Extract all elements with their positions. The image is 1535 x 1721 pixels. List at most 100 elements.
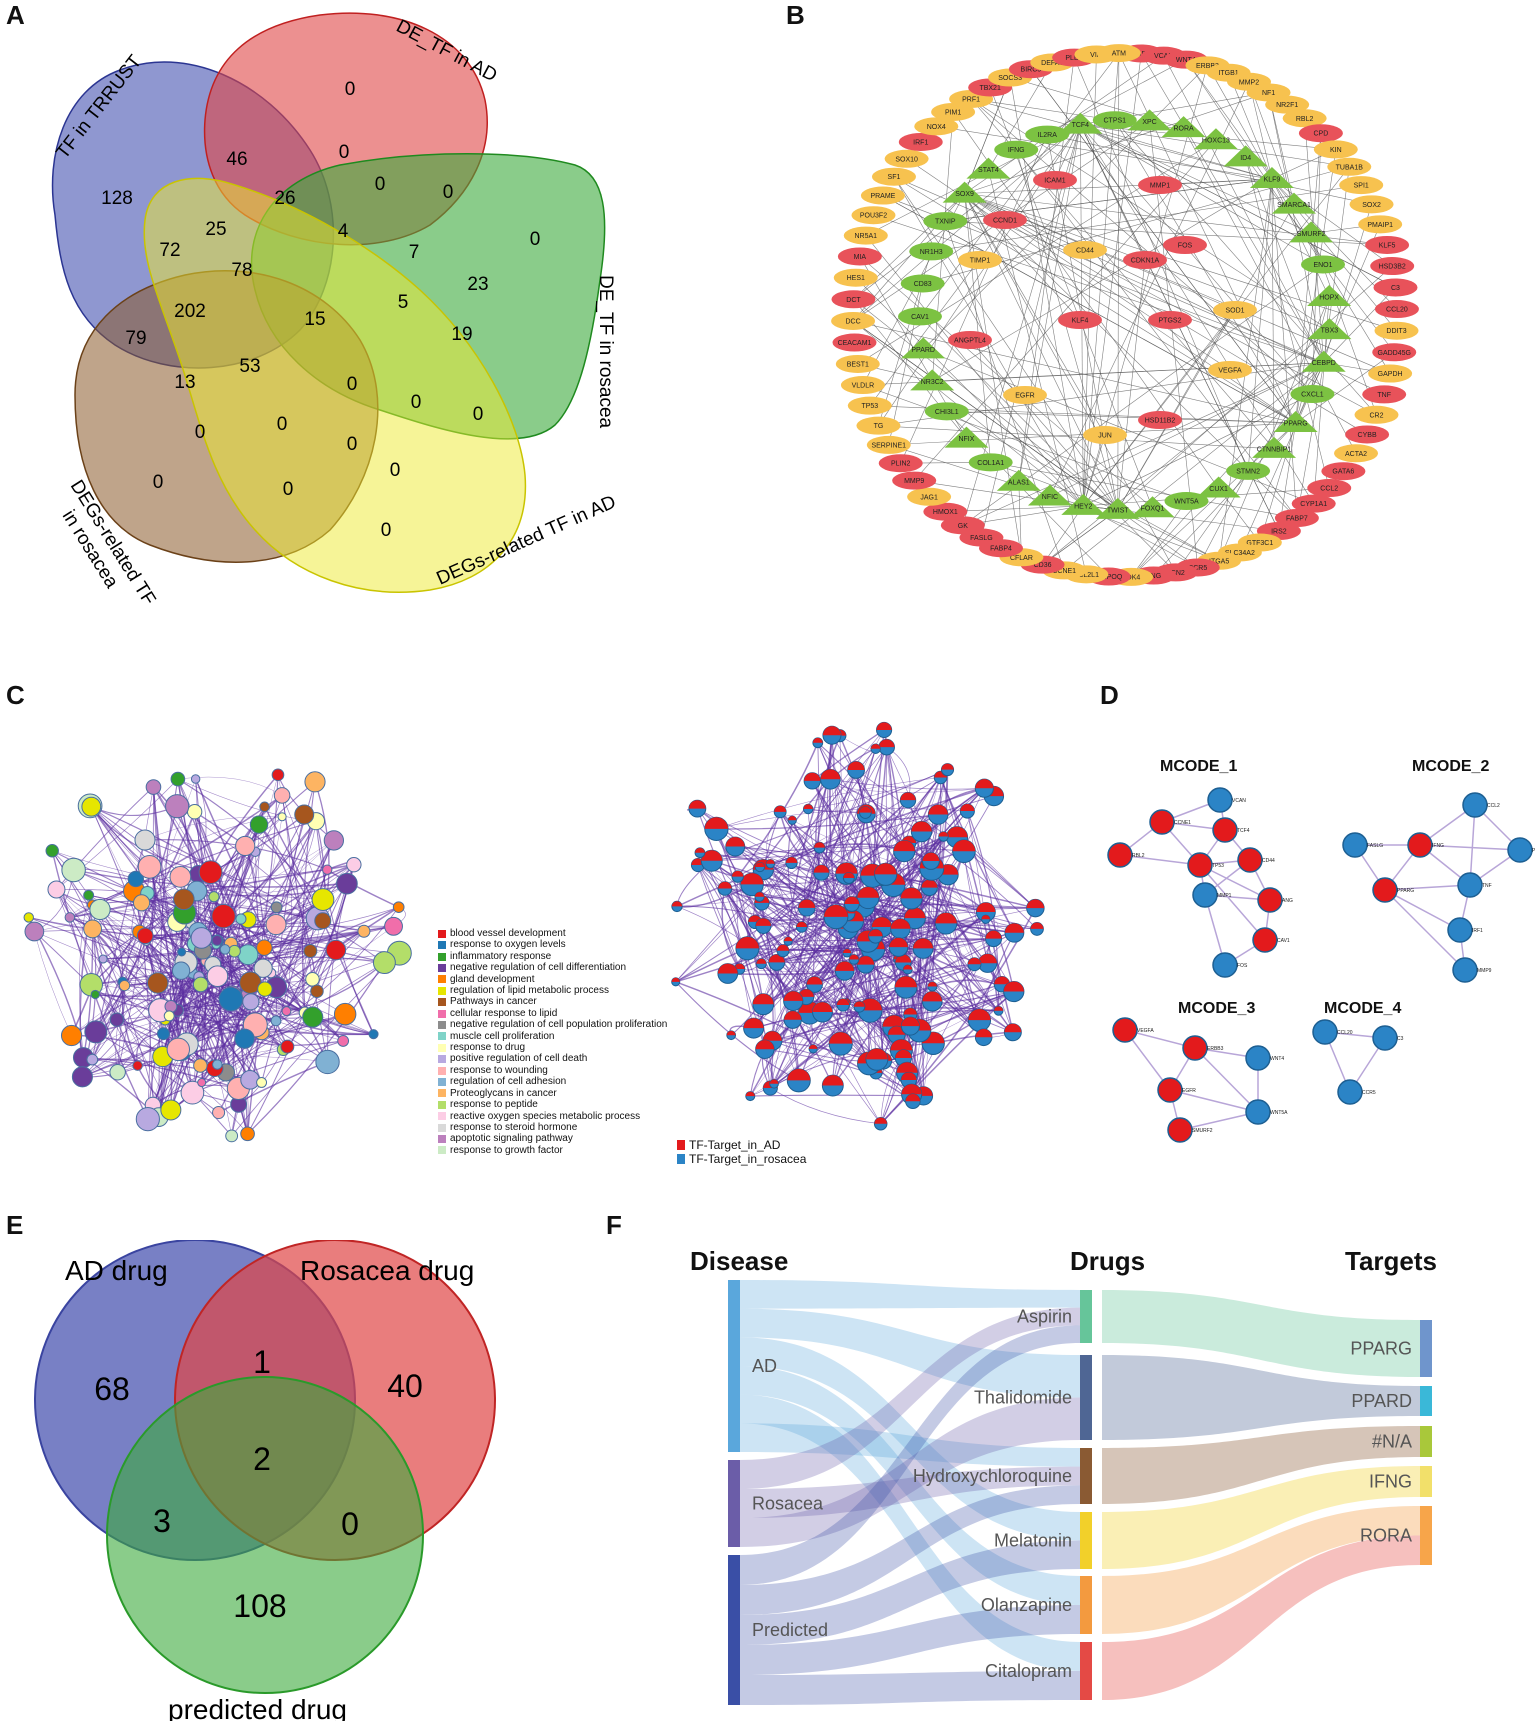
term-node[interactable] xyxy=(177,947,187,957)
term-node[interactable] xyxy=(981,914,991,924)
gene-node[interactable]: SOX9 xyxy=(942,181,987,203)
gene-node[interactable]: CEBPD xyxy=(1301,350,1346,372)
term-node[interactable] xyxy=(186,804,203,820)
mcode-node[interactable]: SMURF2 xyxy=(1167,1117,1213,1143)
term-node[interactable] xyxy=(795,921,808,933)
gene-node[interactable]: CD83 xyxy=(900,274,945,293)
mcode-node[interactable]: C3 xyxy=(1372,1025,1404,1051)
term-node[interactable] xyxy=(783,1010,802,1029)
term-node[interactable] xyxy=(109,1012,125,1027)
term-node[interactable] xyxy=(938,831,949,842)
term-node[interactable] xyxy=(842,872,855,884)
term-node[interactable] xyxy=(834,961,855,981)
term-node[interactable] xyxy=(813,841,826,854)
gene-node[interactable]: STAT4 xyxy=(966,157,1011,179)
term-node[interactable] xyxy=(273,787,291,804)
term-node[interactable] xyxy=(745,1091,756,1102)
gene-node[interactable]: C3 xyxy=(1373,278,1418,297)
mcode-node[interactable]: RBL2 xyxy=(1107,842,1145,868)
term-node[interactable] xyxy=(198,860,223,885)
mcode-node[interactable]: CD44 xyxy=(1237,847,1275,873)
gene-node[interactable]: ID4 xyxy=(1223,145,1268,167)
gene-node[interactable]: CTPS1 xyxy=(1092,111,1137,130)
term-node[interactable] xyxy=(787,815,797,825)
gene-node[interactable]: XPC xyxy=(1127,109,1172,131)
term-node[interactable] xyxy=(820,768,841,790)
term-node[interactable] xyxy=(1003,1023,1022,1042)
term-node[interactable] xyxy=(921,991,943,1012)
mcode-node[interactable]: TCF4 xyxy=(1212,817,1250,843)
term-node[interactable] xyxy=(927,981,938,992)
gene-node[interactable]: TNF xyxy=(1362,385,1407,404)
gene-node[interactable]: SF1 xyxy=(871,167,916,186)
gene-node[interactable]: SMURF2 xyxy=(1289,221,1334,243)
term-node[interactable] xyxy=(180,1080,205,1105)
term-node[interactable] xyxy=(848,954,860,965)
sankey-node-drug[interactable] xyxy=(1080,1512,1092,1569)
term-node[interactable] xyxy=(842,948,852,958)
term-node[interactable] xyxy=(71,1066,93,1088)
mcode-node[interactable]: FOS xyxy=(1212,952,1248,978)
term-node[interactable] xyxy=(783,990,804,1012)
gene-node[interactable]: ANGPTL4 xyxy=(948,331,992,349)
term-node[interactable] xyxy=(127,870,144,888)
mcode-node[interactable]: ERBB3 xyxy=(1182,1035,1224,1061)
term-node[interactable] xyxy=(271,768,285,782)
term-node[interactable] xyxy=(704,816,729,841)
term-node[interactable] xyxy=(874,862,898,886)
term-node[interactable] xyxy=(975,902,996,922)
term-node[interactable] xyxy=(856,886,880,910)
term-node[interactable] xyxy=(797,899,816,917)
gene-node[interactable]: SOX10 xyxy=(884,149,929,168)
term-node[interactable] xyxy=(242,993,260,1011)
sankey-node-drug[interactable] xyxy=(1080,1290,1092,1343)
gene-node[interactable]: MMP1 xyxy=(1138,176,1182,194)
term-node[interactable] xyxy=(256,939,273,956)
term-node[interactable] xyxy=(912,937,934,959)
term-node[interactable] xyxy=(192,976,209,993)
gene-node[interactable]: FOXQ1 xyxy=(1130,496,1175,518)
gene-node[interactable]: MMP9 xyxy=(892,471,937,490)
term-node[interactable] xyxy=(146,972,169,994)
gene-node[interactable]: RORA xyxy=(1161,116,1206,138)
term-node[interactable] xyxy=(731,870,744,883)
term-node[interactable] xyxy=(920,879,938,897)
term-node[interactable] xyxy=(902,964,913,975)
sankey-node-disease[interactable] xyxy=(728,1555,740,1705)
gene-node[interactable]: GK xyxy=(940,516,985,535)
term-node[interactable] xyxy=(193,1058,208,1073)
term-node[interactable] xyxy=(806,976,823,993)
term-node[interactable] xyxy=(769,1078,779,1089)
term-node[interactable] xyxy=(197,1078,207,1088)
gene-node[interactable]: DDIT3 xyxy=(1374,321,1419,340)
mcode-node[interactable]: VCAN xyxy=(1207,787,1246,813)
term-node[interactable] xyxy=(346,856,362,873)
term-node[interactable] xyxy=(45,844,59,858)
term-node[interactable] xyxy=(225,1129,239,1143)
gene-node[interactable]: NR5A1 xyxy=(843,226,888,245)
term-node[interactable] xyxy=(755,1039,775,1059)
gene-node[interactable]: PRAME xyxy=(860,186,905,205)
term-node[interactable] xyxy=(755,958,767,970)
gene-node[interactable]: CYBB xyxy=(1345,425,1390,444)
sankey-node-drug[interactable] xyxy=(1080,1642,1092,1700)
term-node[interactable] xyxy=(23,912,34,923)
gene-node[interactable]: HES1 xyxy=(833,268,878,287)
sankey-node-target[interactable] xyxy=(1420,1426,1432,1457)
mcode-node[interactable]: VEGFA xyxy=(1112,1017,1154,1043)
term-node[interactable] xyxy=(927,804,949,825)
sankey-node-drug[interactable] xyxy=(1080,1576,1092,1634)
term-node[interactable] xyxy=(166,1037,191,1062)
term-node[interactable] xyxy=(164,999,178,1013)
term-node[interactable] xyxy=(211,934,223,946)
gene-node[interactable]: HMOX1 xyxy=(923,502,968,521)
gene-node[interactable]: ENO1 xyxy=(1300,255,1345,274)
term-node[interactable] xyxy=(754,861,766,873)
term-node[interactable] xyxy=(190,927,213,949)
term-node[interactable] xyxy=(959,803,975,819)
gene-node[interactable]: PLIN2 xyxy=(878,454,923,473)
term-node[interactable] xyxy=(302,1006,324,1028)
term-node[interactable] xyxy=(1003,980,1025,1003)
term-node[interactable] xyxy=(145,779,162,795)
term-node[interactable] xyxy=(86,1053,99,1066)
